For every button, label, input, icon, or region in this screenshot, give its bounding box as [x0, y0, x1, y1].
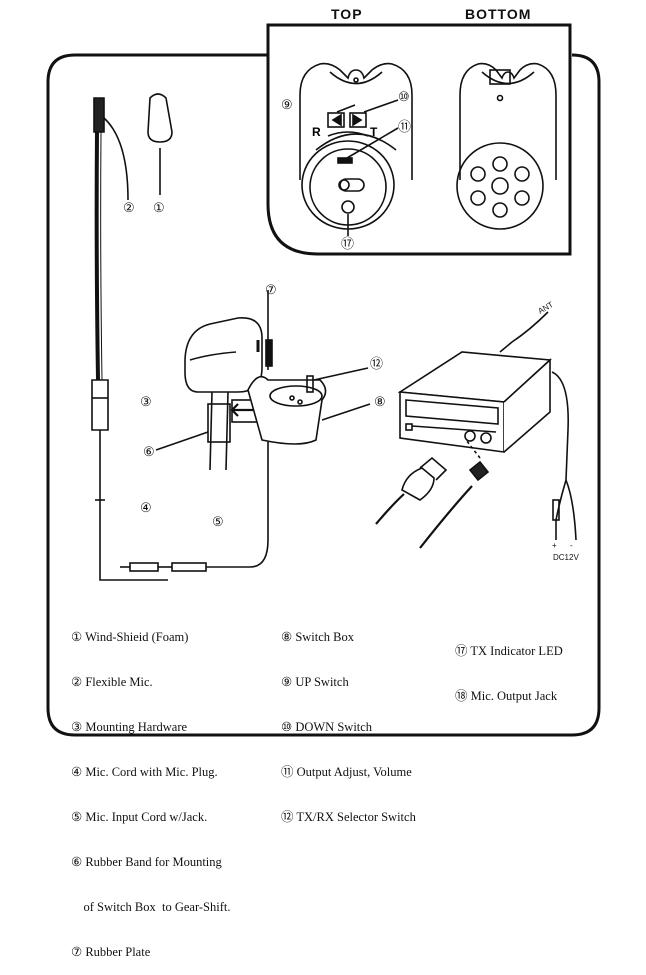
gear-shift-assembly: [155, 290, 371, 471]
label-t: T: [370, 125, 378, 139]
cord-and-plugs: [120, 430, 269, 572]
legend-column-1: ① Wind-Shieid (Foam) ② Flexible Mic. ③ M…: [71, 600, 230, 975]
label-dc-minus: -: [570, 541, 573, 550]
label-dc-plus: +: [552, 541, 557, 550]
callout-2: ②: [123, 201, 135, 216]
bottom-view-switch-box: [456, 62, 557, 230]
legend-item: ⑪ Output Adjust, Volume: [281, 765, 412, 779]
legend-item: ④ Mic. Cord with Mic. Plug.: [71, 765, 218, 779]
callout-17: ⑰: [341, 237, 354, 252]
legend-item: ⑨ UP Switch: [281, 675, 349, 689]
diagram-canvas: R T: [46, 23, 601, 737]
callout-1: ①: [153, 201, 165, 216]
legend-item: ⑫ TX/RX Selector Switch: [281, 810, 416, 824]
callout-10: ⑩: [398, 90, 410, 105]
callout-8: ⑧: [374, 395, 386, 410]
top-view-switch-box: [299, 62, 413, 236]
legend-item: ⑥ Rubber Band for Mounting: [71, 855, 222, 869]
callout-9: ⑨: [281, 98, 293, 113]
legend-item: ① Wind-Shieid (Foam): [71, 630, 189, 644]
callout-4: ④: [140, 501, 152, 516]
radio-transceiver: [397, 311, 577, 541]
legend-item: of Switch Box to Gear-Shift.: [71, 900, 231, 914]
top-header: TOP: [331, 6, 363, 22]
label-r: R: [312, 125, 321, 139]
callout-12: ⑫: [370, 357, 383, 372]
callout-7: ⑦: [265, 283, 277, 298]
legend-item: ⑩ DOWN Switch: [281, 720, 373, 734]
legend-item: ⑧ Switch Box: [281, 630, 355, 644]
inset-frame: [266, 23, 572, 256]
callout-6: ⑥: [143, 445, 155, 460]
label-dc12v: DC12V: [553, 553, 579, 562]
legend-column-3: ⑰ TX Indicator LED ⑱ Mic. Output Jack: [455, 614, 563, 719]
legend-item: ⑦ Rubber Plate: [71, 945, 151, 959]
legend-column-2: ⑧ Switch Box ⑨ UP Switch ⑩ DOWN Switch ⑪…: [281, 600, 416, 840]
mic-plug-jack: [375, 439, 490, 549]
legend-item: ② Flexible Mic.: [71, 675, 153, 689]
callout-11: ⑪: [398, 120, 411, 135]
callout-3: ③: [140, 395, 152, 410]
callout-5: ⑤: [212, 515, 224, 530]
legend-item: ⑱ Mic. Output Jack: [455, 689, 558, 703]
bottom-header: BOTTOM: [465, 6, 532, 22]
legend-item: ⑤ Mic. Input Cord w/Jack.: [71, 810, 208, 824]
outer-frame: [46, 53, 601, 737]
legend-item: ③ Mounting Hardware: [71, 720, 188, 734]
legend-item: ⑰ TX Indicator LED: [455, 644, 563, 658]
microphone: [91, 93, 173, 581]
